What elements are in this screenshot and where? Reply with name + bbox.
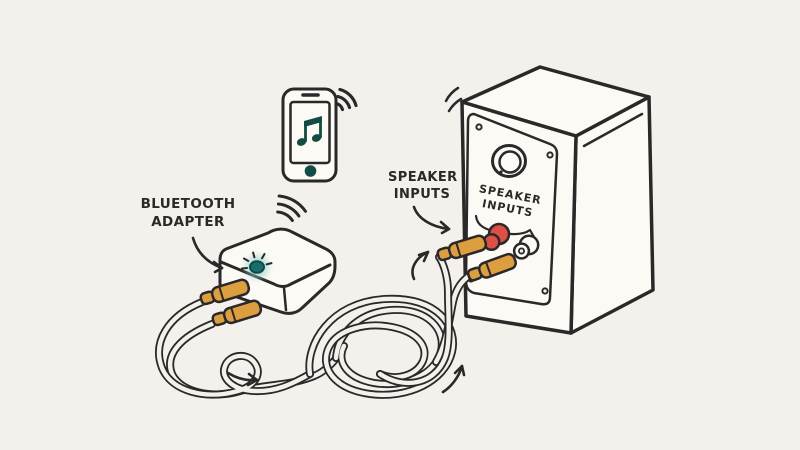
speaker-front-face bbox=[460, 100, 578, 335]
flow-arrow-cable-left bbox=[226, 371, 259, 387]
label-arrow-speaker-inputs bbox=[412, 205, 451, 235]
flow-arrow-coil-up bbox=[441, 364, 466, 394]
rca-plug-adapter-bottom bbox=[211, 299, 263, 327]
speaker-inputs-callout-line1: SPEAKER bbox=[388, 170, 458, 185]
motion-marks bbox=[444, 86, 463, 113]
phone-body bbox=[281, 87, 338, 183]
adapter-top-edge bbox=[219, 260, 332, 288]
speaker-edge-accent bbox=[582, 112, 644, 148]
bluetooth-adapter-label-line2: ADAPTER bbox=[151, 213, 225, 230]
bluetooth-adapter-device bbox=[218, 227, 337, 315]
rca-plug-adapter-top bbox=[199, 278, 251, 306]
adapter-corner-edge bbox=[282, 286, 288, 312]
smartphone bbox=[281, 87, 338, 183]
speaker-input-panel bbox=[464, 112, 559, 306]
label-arrow-adapter bbox=[191, 236, 224, 274]
annotation-arrows bbox=[191, 205, 466, 394]
bluetooth-adapter-label: BLUETOOTH ADAPTER bbox=[118, 196, 258, 231]
speaker-driver bbox=[491, 144, 527, 178]
speaker-inputs-callout-line2: INPUTS bbox=[393, 187, 451, 202]
music-note-icon bbox=[296, 116, 322, 146]
flow-arrow-speaker-up bbox=[411, 250, 430, 281]
red-terminal bbox=[482, 222, 511, 252]
wifi-signal-icon bbox=[334, 87, 358, 112]
rca-plug-speaker-white bbox=[466, 252, 517, 282]
led-rays bbox=[241, 251, 273, 270]
phone-home-button bbox=[304, 165, 317, 177]
led-indicator bbox=[241, 251, 273, 280]
speaker-inputs-callout-label: SPEAKER INPUTS bbox=[388, 169, 458, 203]
rca-plug-speaker-red bbox=[436, 234, 488, 262]
signal-waves-icon bbox=[276, 194, 307, 222]
bluetooth-adapter-label-line1: BLUETOOTH bbox=[140, 196, 236, 212]
phone-screen bbox=[289, 100, 331, 165]
white-terminal bbox=[512, 234, 540, 260]
